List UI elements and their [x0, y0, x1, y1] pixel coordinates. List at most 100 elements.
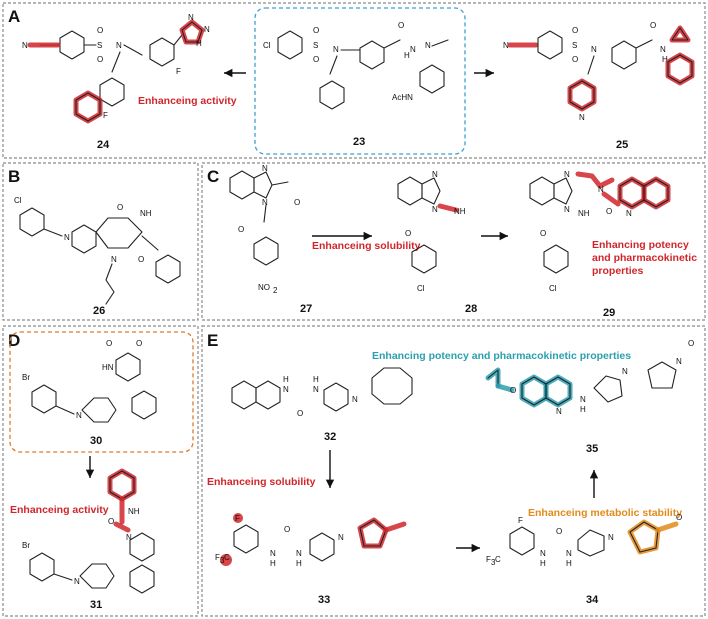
atom-cl: Cl — [549, 284, 557, 293]
atom-f3c-sub: 3 — [220, 556, 225, 565]
atom-n: N — [188, 13, 194, 22]
atom-o: O — [556, 527, 562, 536]
atom-br: Br — [22, 373, 30, 382]
panel-e-border — [201, 325, 706, 617]
atom-n: N — [432, 170, 438, 179]
atom-h: H — [196, 39, 202, 48]
compound-number-32: 32 — [324, 431, 336, 443]
annotation-e-potency: Enhancing potency and pharmacokinetic pr… — [372, 350, 631, 362]
atom-cl: Cl — [14, 196, 22, 205]
atom-f: F — [235, 514, 240, 523]
panel-b-border — [2, 162, 199, 321]
atom-n-nitrile: N — [22, 41, 28, 50]
atom-n: N — [660, 45, 666, 54]
atom-n: N — [74, 577, 80, 586]
atom-no2-sub: 2 — [273, 286, 278, 295]
atom-s: S — [97, 41, 102, 50]
atom-f3c: F — [215, 553, 220, 562]
annotation-c-potency-line1: Enhancing potency — [592, 239, 689, 251]
atom-o: O — [540, 229, 546, 238]
atom-o: O — [398, 21, 404, 30]
atom-h: H — [662, 55, 668, 64]
atom-n: N — [338, 533, 344, 542]
compound-number-28: 28 — [465, 303, 477, 315]
atom-n: N — [262, 198, 268, 207]
compound-number-26: 26 — [93, 305, 105, 317]
compound-number-34: 34 — [586, 594, 599, 606]
panel-c-label: C — [207, 167, 219, 186]
atom-o: O — [572, 26, 578, 35]
panel-d-label: D — [8, 331, 20, 350]
compound-29-structure: N N NH N O N O Cl — [529, 170, 671, 293]
atom-o: O — [284, 525, 290, 534]
atom-o: O — [97, 55, 103, 64]
annotation-c-solubility: Enhanceing solubility — [312, 240, 421, 252]
atom-s: S — [313, 41, 318, 50]
atom-f3c-tail: C — [224, 553, 230, 562]
atom-n: N — [116, 41, 122, 50]
annotation-c-potency-line3: properties — [592, 265, 644, 277]
compound-35-structure: O N N H N N O — [485, 339, 694, 416]
annotation-a-activity: Enhanceing activity — [138, 95, 237, 107]
compound-33-structure: F F 3 C H N O H N N — [215, 513, 407, 568]
compound-23-box — [254, 7, 466, 155]
compound-30-box — [9, 331, 194, 453]
annotation-e-metabolic: Enhanceing metabolic stability — [528, 507, 682, 519]
atom-n: N — [425, 41, 431, 50]
atom-n: N — [76, 411, 82, 420]
compound-31-structure: NH O N Br N — [22, 468, 155, 594]
atom-o: O — [405, 229, 411, 238]
atom-n-quinoline: N — [556, 407, 562, 416]
atom-n: N — [608, 533, 614, 542]
atom-h: H — [313, 375, 319, 384]
panel-e-label: E — [207, 331, 218, 350]
atom-o: O — [106, 339, 112, 348]
atom-n: N — [540, 549, 546, 558]
compound-23-structure: Cl S O O N O H N N AcHN — [263, 21, 449, 110]
atom-f: F — [518, 516, 523, 525]
atom-o: O — [97, 26, 103, 35]
atom-o: O — [572, 55, 578, 64]
atom-no2: NO — [258, 283, 270, 292]
annotation-e-solubility: Enhanceing solubility — [207, 476, 316, 488]
compound-number-24: 24 — [97, 139, 110, 151]
compound-number-30: 30 — [90, 435, 102, 447]
atom-h: H — [404, 51, 410, 60]
atom-o: O — [238, 225, 244, 234]
annotation-c-potency-line2: and pharmacokinetic — [592, 252, 697, 264]
panel-c-border — [201, 162, 706, 321]
atom-h: H — [270, 559, 276, 568]
atom-h: H — [580, 405, 586, 414]
compound-26-structure: Cl N O NH O N — [14, 196, 181, 305]
compound-27-structure: N N O O NO 2 — [229, 164, 300, 295]
atom-n: N — [111, 255, 117, 264]
atom-n: N — [591, 45, 597, 54]
compound-number-35: 35 — [586, 443, 598, 455]
atom-n: N — [296, 549, 302, 558]
atom-n: N — [622, 367, 628, 376]
atom-o: O — [510, 386, 516, 395]
atom-n: N — [598, 185, 604, 194]
atom-n: N — [352, 395, 358, 404]
atom-o: O — [136, 339, 142, 348]
panel-d-border — [2, 325, 199, 617]
atom-n: N — [564, 205, 570, 214]
panel-b-label: B — [8, 167, 20, 186]
atom-o: O — [688, 339, 694, 348]
panel-a-label: A — [8, 7, 20, 26]
atom-o: O — [138, 255, 144, 264]
atom-n: N — [262, 164, 268, 173]
atom-f3c: F — [486, 555, 491, 564]
atom-n: N — [126, 533, 132, 542]
atom-nh: NH — [140, 209, 152, 218]
panel-a-border — [2, 2, 706, 159]
compound-24-structure: N S O O N F F N N H — [22, 13, 210, 124]
atom-o: O — [313, 26, 319, 35]
compound-number-29: 29 — [603, 307, 615, 319]
atom-achn: AcHN — [392, 93, 413, 102]
atom-cl: Cl — [417, 284, 425, 293]
atom-n: N — [564, 170, 570, 179]
atom-o: O — [606, 207, 612, 216]
atom-n: N — [566, 549, 572, 558]
